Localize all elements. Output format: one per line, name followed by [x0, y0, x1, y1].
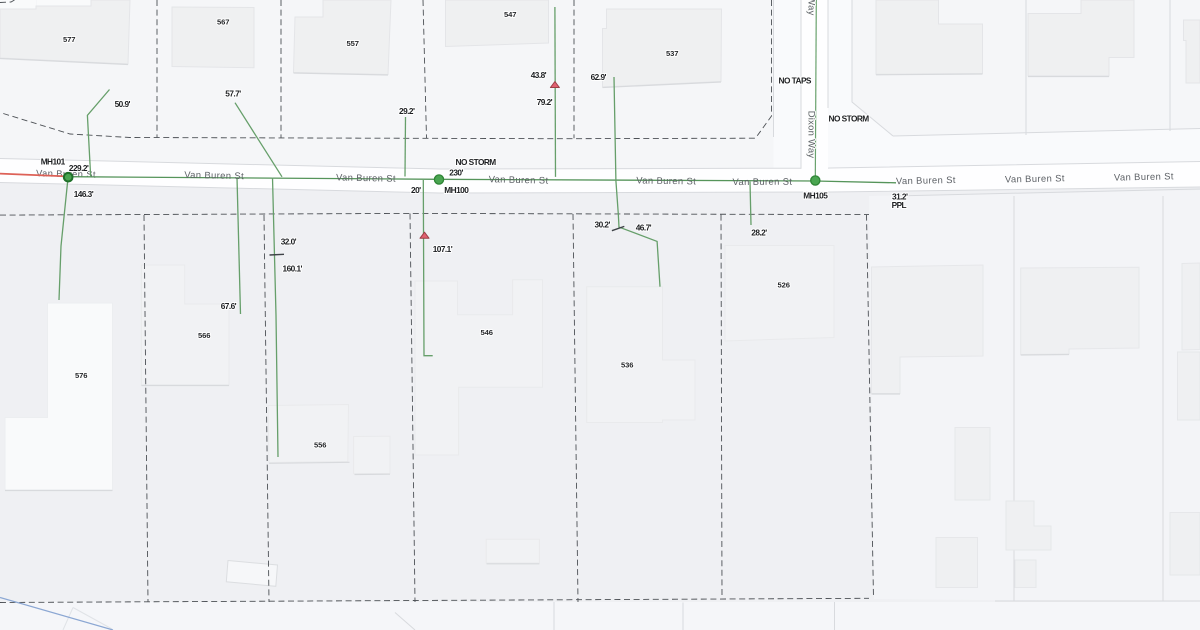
svg-text:Van Buren St: Van Buren St: [336, 171, 396, 183]
svg-text:NO TAPS: NO TAPS: [779, 76, 812, 86]
svg-text:43.8': 43.8': [531, 70, 547, 80]
svg-text:28.2': 28.2': [751, 228, 767, 238]
svg-text:MH105: MH105: [803, 191, 828, 201]
svg-text:31.2': 31.2': [892, 192, 908, 202]
svg-text:576: 576: [75, 371, 87, 380]
svg-text:Van Buren St: Van Buren St: [1114, 170, 1174, 182]
svg-text:526: 526: [778, 281, 790, 290]
svg-text:79.2': 79.2': [537, 97, 553, 107]
svg-text:566: 566: [198, 331, 210, 340]
svg-text:160.1': 160.1': [283, 263, 303, 273]
svg-text:146.3': 146.3': [74, 189, 94, 199]
svg-text:Van Buren St: Van Buren St: [732, 176, 792, 187]
svg-text:MH100: MH100: [444, 185, 469, 195]
svg-text:577: 577: [63, 35, 75, 44]
svg-text:567: 567: [217, 18, 229, 27]
svg-text:Dixon Way: Dixon Way: [807, 0, 818, 16]
svg-text:57.7': 57.7': [225, 89, 241, 99]
svg-text:557: 557: [347, 39, 359, 48]
svg-text:NO STORM: NO STORM: [829, 113, 870, 123]
svg-text:NO STORM: NO STORM: [456, 157, 497, 167]
svg-text:107.1': 107.1': [433, 244, 453, 254]
svg-text:229.2': 229.2': [69, 163, 89, 173]
svg-text:Van Buren St: Van Buren St: [636, 174, 696, 186]
svg-text:32.0': 32.0': [281, 236, 297, 246]
svg-text:50.9': 50.9': [115, 99, 131, 109]
svg-text:67.6': 67.6': [221, 301, 237, 311]
svg-text:Van Buren St: Van Buren St: [184, 169, 244, 181]
svg-text:30.2': 30.2': [595, 219, 611, 229]
svg-text:20': 20': [411, 185, 421, 195]
svg-text:62.9': 62.9': [591, 72, 607, 82]
svg-text:556: 556: [314, 441, 326, 450]
svg-text:46.7': 46.7': [636, 223, 652, 233]
svg-text:Van Buren St: Van Buren St: [896, 174, 956, 186]
svg-text:Van Buren St: Van Buren St: [1005, 172, 1065, 184]
svg-text:MH101: MH101: [41, 157, 66, 167]
svg-text:Van Buren St: Van Buren St: [489, 173, 549, 185]
svg-text:537: 537: [666, 49, 678, 58]
svg-text:29.2': 29.2': [399, 106, 415, 116]
svg-text:536: 536: [621, 361, 633, 370]
svg-text:546: 546: [481, 328, 493, 337]
svg-text:PPL: PPL: [892, 200, 907, 210]
svg-text:547: 547: [504, 10, 516, 19]
svg-text:Dixon Way: Dixon Way: [807, 111, 818, 159]
svg-text:230': 230': [449, 167, 463, 177]
